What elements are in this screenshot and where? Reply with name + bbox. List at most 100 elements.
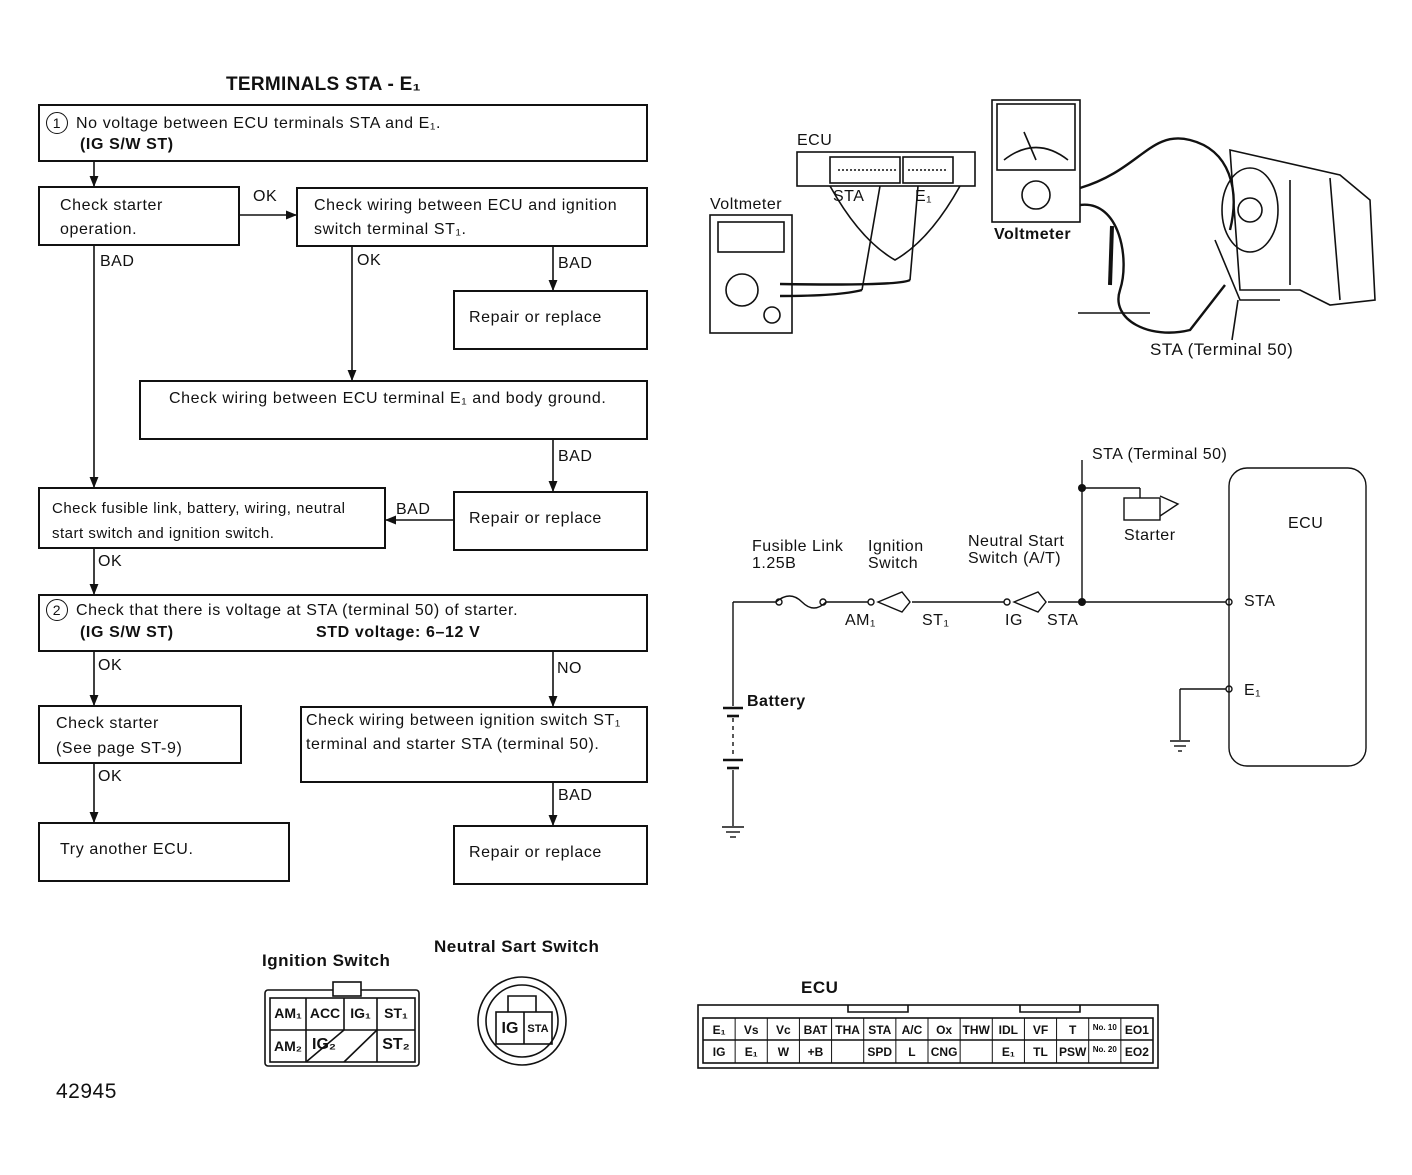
neutral-start-connector-title: Neutral Sart Switch bbox=[434, 937, 600, 956]
check-wiring-ignition-starter-text: Check wiring between ignition switch ST₁… bbox=[306, 712, 621, 753]
schematic-am1-label: AM₁ bbox=[845, 612, 876, 629]
check-wiring-e1-text: Check wiring between ECU terminal E₁ and… bbox=[169, 390, 607, 407]
check-starter-operation-box: Check starter operation. bbox=[38, 186, 240, 246]
schematic-fusible-link-size: 1.25B bbox=[752, 555, 797, 572]
ecu-pin-row1: THA bbox=[835, 1023, 860, 1037]
illustration-voltmeter-small-label: Voltmeter bbox=[710, 196, 783, 213]
ecu-pin-row2: CNG bbox=[930, 1045, 958, 1059]
illustration-voltmeter-large-label: Voltmeter bbox=[994, 226, 1072, 243]
check-wiring-ecu-ignition-box: Check wiring between ECU and ignition sw… bbox=[296, 187, 648, 247]
schematic-ignition-switch-label: Ignition Switch bbox=[868, 538, 924, 572]
schematic-battery-label: Battery bbox=[747, 693, 806, 710]
ecu-pin-row1: VF bbox=[1032, 1023, 1049, 1037]
repair-box-2: Repair or replace bbox=[453, 491, 648, 551]
ecu-pin-row2: E₁ bbox=[1001, 1045, 1015, 1059]
ecu-pin-row2: SPD bbox=[867, 1045, 893, 1059]
ecu-pin-row2: +B bbox=[807, 1045, 824, 1059]
label-ok-fusible: OK bbox=[98, 553, 123, 570]
check-wiring-ignition-starter-box: Check wiring between ignition switch ST₁… bbox=[300, 706, 648, 783]
illustration-sta-terminal-label: STA (Terminal 50) bbox=[1150, 340, 1294, 359]
ignition-cell-st2: ST₂ bbox=[382, 1036, 410, 1053]
ignition-cell-ig1: IG₁ bbox=[350, 1005, 371, 1021]
ecu-pin-row2: L bbox=[908, 1045, 916, 1059]
ecu-pin-row2: No. 20 bbox=[1092, 1045, 1117, 1054]
ecu-pin-row2: E₁ bbox=[744, 1045, 758, 1059]
repair-text-1: Repair or replace bbox=[469, 309, 602, 326]
ignition-cell-ig2: IG₂ bbox=[312, 1036, 336, 1053]
try-another-ecu-text: Try another ECU. bbox=[60, 841, 194, 858]
schematic-sta-terminal-label: STA (Terminal 50) bbox=[1092, 446, 1228, 463]
repair-text-3: Repair or replace bbox=[469, 844, 602, 861]
ecu-pin-row1: Vc bbox=[776, 1023, 791, 1037]
ecu-pin-row1: THW bbox=[962, 1023, 990, 1037]
schematic-ecu-e1-label: E₁ bbox=[1244, 682, 1262, 699]
step1-subtitle: (IG S/W ST) bbox=[80, 136, 174, 153]
ecu-pin-row2: TL bbox=[1033, 1045, 1048, 1059]
ecu-pin-row1: Ox bbox=[936, 1023, 953, 1037]
ecu-pin-row1: No. 10 bbox=[1092, 1023, 1117, 1032]
label-bad-e1: BAD bbox=[558, 448, 593, 465]
schematic-starter-label: Starter bbox=[1124, 527, 1176, 544]
ecu-pin-row2: PSW bbox=[1058, 1045, 1087, 1059]
check-wiring-e1-box: Check wiring between ECU terminal E₁ and… bbox=[139, 380, 648, 440]
ignition-cell-st1: ST₁ bbox=[384, 1005, 408, 1021]
check-wiring-ecu-ignition-text: Check wiring between ECU and ignition sw… bbox=[314, 197, 618, 238]
illustration-sta-label: STA bbox=[833, 188, 865, 205]
schematic-neutral-start-label: Neutral Start Switch (A/T) bbox=[968, 533, 1065, 567]
ecu-pin-row1: T bbox=[1068, 1023, 1077, 1037]
label-ok-wiring: OK bbox=[357, 252, 382, 269]
check-fusible-link-text: Check fusible link, battery, wiring, neu… bbox=[52, 500, 346, 542]
repair-text-2: Repair or replace bbox=[469, 510, 602, 527]
page-title: TERMINALS STA - E₁ bbox=[226, 74, 421, 95]
label-bad-starter-op: BAD bbox=[100, 253, 135, 270]
step2-number: 2 bbox=[46, 599, 68, 621]
ignition-switch-connector-title: Ignition Switch bbox=[262, 951, 391, 970]
step2-title: Check that there is voltage at STA (term… bbox=[76, 602, 519, 619]
ecu-pin-row1: BAT bbox=[803, 1023, 828, 1037]
ecu-pin-row1: STA bbox=[868, 1023, 892, 1037]
neutral-cell-ig: IG bbox=[501, 1020, 519, 1037]
figure-number: 42945 bbox=[56, 1080, 117, 1103]
ecu-pin-row1: A/C bbox=[901, 1023, 923, 1037]
label-ok-starter-op: OK bbox=[253, 188, 278, 205]
step1-number: 1 bbox=[46, 112, 68, 134]
step1-title: No voltage between ECU terminals STA and… bbox=[76, 115, 442, 132]
schematic-fusible-link-name: Fusible Link bbox=[752, 538, 844, 555]
step2-subtitle: (IG S/W ST) bbox=[80, 624, 174, 641]
label-ok-step2: OK bbox=[98, 657, 123, 674]
ecu-pin-row2: IG bbox=[712, 1045, 726, 1059]
ecu-pin-row1: EO1 bbox=[1124, 1023, 1149, 1037]
neutral-cell-sta: STA bbox=[527, 1023, 549, 1035]
ecu-pin-row1: Vs bbox=[743, 1023, 759, 1037]
repair-box-3: Repair or replace bbox=[453, 825, 648, 885]
check-starter-box: Check starter (See page ST-9) bbox=[38, 705, 242, 764]
schematic-st1-label: ST₁ bbox=[922, 612, 950, 629]
ignition-cell-acc: ACC bbox=[309, 1005, 341, 1021]
illustration-e1-label: E₁ bbox=[915, 188, 933, 205]
illustration-ecu-label: ECU bbox=[797, 132, 833, 149]
label-no-step2: NO bbox=[557, 660, 582, 677]
label-bad-ignition-starter: BAD bbox=[558, 787, 593, 804]
ecu-connector-title: ECU bbox=[801, 978, 839, 997]
step2-box: 2 Check that there is voltage at STA (ter… bbox=[38, 594, 648, 652]
check-starter-text: Check starter bbox=[56, 715, 159, 732]
schematic-ig-label: IG bbox=[1005, 612, 1023, 629]
schematic-ecu-label: ECU bbox=[1288, 515, 1324, 532]
label-bad-wiring: BAD bbox=[558, 255, 593, 272]
ecu-pin-row1: IDL bbox=[998, 1023, 1019, 1037]
label-ok-check-starter: OK bbox=[98, 768, 123, 785]
ignition-cell-am2: AM₂ bbox=[274, 1038, 302, 1054]
label-bad-fusible: BAD bbox=[396, 501, 431, 518]
check-fusible-link-box: Check fusible link, battery, wiring, neu… bbox=[38, 487, 386, 549]
ecu-pin-row2: W bbox=[777, 1045, 790, 1059]
step2-std-voltage: STD voltage: 6–12 V bbox=[316, 624, 481, 641]
check-starter-operation-text: Check starter operation. bbox=[60, 197, 163, 238]
schematic-ecu-sta-label: STA bbox=[1244, 593, 1276, 610]
ignition-cell-am1: AM₁ bbox=[274, 1005, 302, 1021]
ecu-pin-row1: E₁ bbox=[712, 1023, 726, 1037]
ecu-pin-row2: EO2 bbox=[1124, 1045, 1149, 1059]
step1-box: 1 No voltage between ECU terminals STA an… bbox=[38, 104, 648, 162]
repair-box-1: Repair or replace bbox=[453, 290, 648, 350]
schematic-fusible-link-label: Fusible Link 1.25B bbox=[752, 538, 843, 572]
